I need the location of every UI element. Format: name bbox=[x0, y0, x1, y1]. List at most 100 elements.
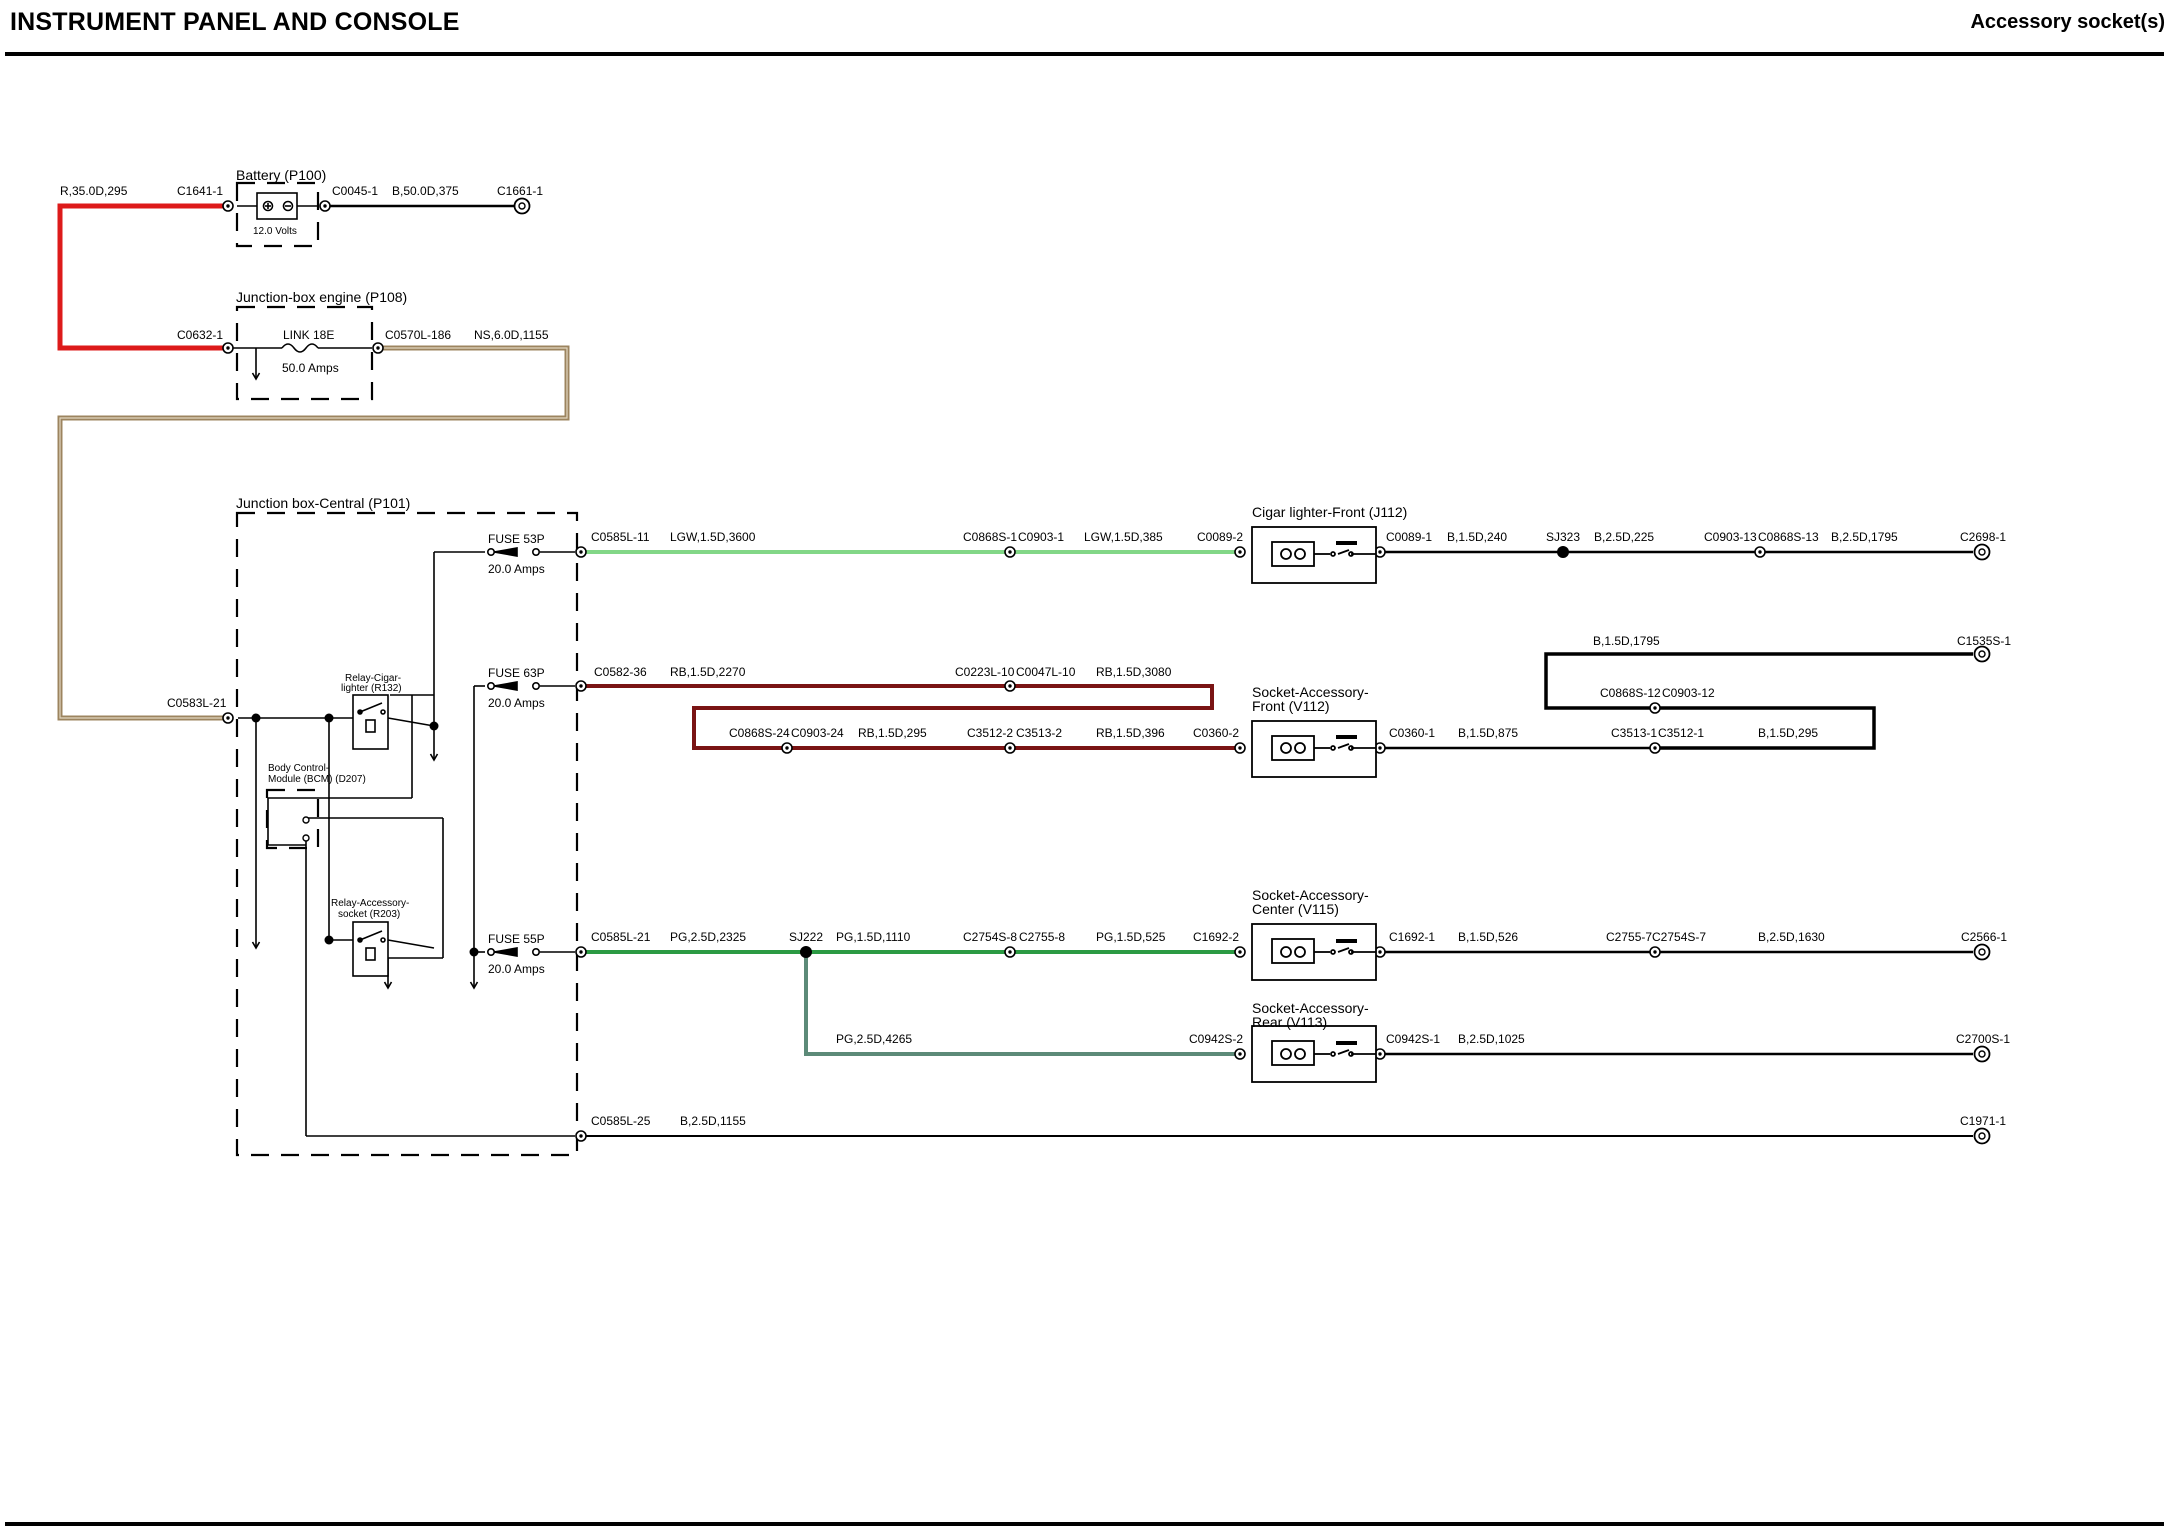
connector-label: C0223L-10 bbox=[955, 665, 1015, 679]
ground-symbol-fuse55 bbox=[469, 974, 479, 989]
fuse55-label: FUSE 55P bbox=[488, 932, 545, 946]
connector-label: C0047L-10 bbox=[1016, 665, 1076, 679]
fuse63-label: FUSE 63P bbox=[488, 666, 545, 680]
jbox-engine-box bbox=[235, 305, 374, 401]
relay-cigar-symbol bbox=[352, 694, 389, 750]
wire-label: B,2.5D,1630 bbox=[1758, 930, 1825, 944]
relay-cigar-label-2: lighter (R132) bbox=[341, 683, 402, 694]
component-labels: Battery (P100) 12.0 Volts Junction-box e… bbox=[236, 167, 1407, 1030]
wire-label: PG,1.5D,525 bbox=[1096, 930, 1166, 944]
footer-rule bbox=[5, 1522, 2164, 1526]
fuse63-rating: 20.0 Amps bbox=[488, 696, 545, 710]
connector-label: C0585L-21 bbox=[591, 930, 651, 944]
page-title: INSTRUMENT PANEL AND CONSOLE bbox=[10, 8, 460, 36]
socket-rear-symbol bbox=[1251, 1025, 1377, 1083]
connector-label: C1971-1 bbox=[1960, 1114, 2006, 1128]
fuse55-rating: 20.0 Amps bbox=[488, 962, 545, 976]
jbox-central-label: Junction box-Central (P101) bbox=[236, 495, 410, 511]
sock-center-label-1: Socket-Accessory- bbox=[1252, 887, 1369, 903]
wire-label: B,1.5D,295 bbox=[1758, 726, 1818, 740]
battery-voltage: 12.0 Volts bbox=[253, 226, 297, 237]
connector-label: C0903-1 bbox=[1018, 530, 1064, 544]
link-rating: 50.0 Amps bbox=[282, 361, 339, 375]
connector-label: C0868S-24 bbox=[729, 726, 790, 740]
wire-label: B,2.5D,1795 bbox=[1831, 530, 1898, 544]
connector-label: C2755-8 bbox=[1019, 930, 1065, 944]
wire-label: B,1.5D,875 bbox=[1458, 726, 1518, 740]
sock-front-label-1: Socket-Accessory- bbox=[1252, 684, 1369, 700]
wire-label: RB,1.5D,2270 bbox=[670, 665, 746, 679]
dashed-boxes bbox=[235, 181, 579, 1157]
connector-label: C0045-1 bbox=[332, 184, 378, 198]
jbox-central-box bbox=[235, 511, 579, 1157]
connector-label: SJ323 bbox=[1546, 530, 1580, 544]
connector-label: C0942S-2 bbox=[1189, 1032, 1243, 1046]
connector-label: C0942S-1 bbox=[1386, 1032, 1440, 1046]
wire-labels: R,35.0D,295 B,50.0D,375 NS,6.0D,1155 LGW… bbox=[60, 184, 1898, 1128]
connector-label: C0903-24 bbox=[791, 726, 844, 740]
connector-label: C2754S-7 bbox=[1652, 930, 1706, 944]
connector-label: C1661-1 bbox=[497, 184, 543, 198]
sock-rear-label-1: Socket-Accessory- bbox=[1252, 1000, 1369, 1016]
connector-label: C0585L-11 bbox=[591, 530, 650, 544]
wire-label: B,2.5D,1155 bbox=[680, 1114, 746, 1128]
connector-label: C0360-2 bbox=[1193, 726, 1239, 740]
connector-label: C0868S-13 bbox=[1758, 530, 1819, 544]
connector-label: C0903-13 bbox=[1704, 530, 1757, 544]
connector-label: C0868S-1 bbox=[963, 530, 1017, 544]
cigar-lighter-front-symbol bbox=[1251, 526, 1377, 584]
wire-label: PG,2.5D,2325 bbox=[670, 930, 746, 944]
bcm-label-2: Module (BCM) (D207) bbox=[268, 774, 366, 785]
wire-label: PG,2.5D,4265 bbox=[836, 1032, 912, 1046]
fuse53-label: FUSE 53P bbox=[488, 532, 545, 546]
bcm-contacts bbox=[302, 816, 310, 842]
battery-symbol bbox=[237, 192, 318, 220]
connector-label: SJ222 bbox=[789, 930, 823, 944]
wire-rb bbox=[585, 684, 1214, 750]
ground-symbol-relay-cigar bbox=[429, 746, 439, 761]
wire-label: NS,6.0D,1155 bbox=[474, 328, 549, 342]
connector-label: C0089-2 bbox=[1197, 530, 1243, 544]
sock-rear-label-2: Rear (V113) bbox=[1252, 1014, 1327, 1030]
connector-label: C0868S-12 bbox=[1600, 686, 1661, 700]
wire-label: B,1.5D,1795 bbox=[1593, 634, 1660, 648]
jbox-engine-label: Junction-box engine (P108) bbox=[236, 289, 407, 305]
wire-label: RB,1.5D,3080 bbox=[1096, 665, 1172, 679]
connector-label: C2700S-1 bbox=[1956, 1032, 2010, 1046]
connector-label: C0582-36 bbox=[594, 665, 647, 679]
fuse53-rating: 20.0 Amps bbox=[488, 562, 545, 576]
wire-label: LGW,1.5D,3600 bbox=[670, 530, 756, 544]
connector-label: C3512-2 bbox=[967, 726, 1013, 740]
wire-label: RB,1.5D,396 bbox=[1096, 726, 1165, 740]
wire-red-battery bbox=[57, 203, 228, 351]
fuse-symbols bbox=[486, 547, 540, 957]
connector-label: C1692-2 bbox=[1193, 930, 1239, 944]
link-fuse-symbol bbox=[232, 343, 372, 366]
battery-box bbox=[235, 181, 320, 248]
wire-label: RB,1.5D,295 bbox=[858, 726, 927, 740]
bcm-label-1: Body Control- bbox=[268, 763, 329, 774]
sock-center-label-2: Center (V115) bbox=[1252, 901, 1339, 917]
connector-label: C0583L-21 bbox=[167, 696, 227, 710]
socket-center-symbol bbox=[1251, 923, 1377, 981]
socket-components bbox=[1251, 526, 1377, 1083]
connector-label: C3513-1 bbox=[1611, 726, 1657, 740]
connector-label: C0903-12 bbox=[1662, 686, 1715, 700]
connector-label: C2755-7 bbox=[1606, 930, 1652, 944]
bcm-box bbox=[265, 788, 320, 850]
wire-label: B,2.5D,1025 bbox=[1458, 1032, 1525, 1046]
sock-front-label-2: Front (V112) bbox=[1252, 698, 1330, 714]
connector-label: C3513-2 bbox=[1016, 726, 1062, 740]
wire-label: LGW,1.5D,385 bbox=[1084, 530, 1163, 544]
wire-pg-greygreen bbox=[804, 952, 1240, 1056]
connector-label: C1692-1 bbox=[1389, 930, 1435, 944]
socket-front-symbol bbox=[1251, 720, 1377, 778]
ground-symbol-engine bbox=[251, 365, 261, 380]
connector-label: C1535S-1 bbox=[1957, 634, 2011, 648]
relay-socket-label-1: Relay-Accessory- bbox=[331, 898, 409, 909]
connector-label: C0570L-186 bbox=[385, 328, 451, 342]
cigar-front-label: Cigar lighter-Front (J112) bbox=[1252, 504, 1407, 520]
relay-socket-label-2: socket (R203) bbox=[338, 909, 400, 920]
relay-socket-symbol bbox=[352, 921, 389, 977]
